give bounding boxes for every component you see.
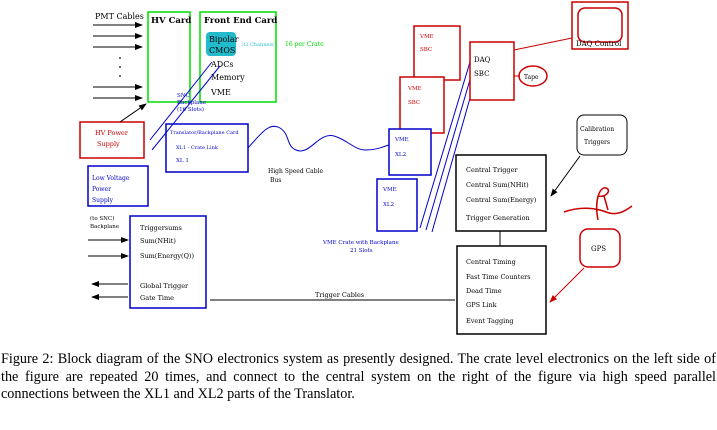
sum-nhit-label: Sum(NHit) (140, 237, 176, 245)
triggersums-box (129, 215, 207, 309)
vme-xl2-card-a-label-1: VME (407, 86, 422, 92)
triggersum-arrows (88, 237, 129, 300)
pmt-cable-arrows (93, 22, 143, 101)
adcs-label: ADCs (210, 60, 233, 69)
high-speed-cable (247, 125, 393, 152)
daq-control-link (513, 37, 573, 51)
central-sum-nhit-label: Central Sum(NHit) (466, 181, 529, 189)
central-trigger-box (455, 154, 547, 232)
bipolar-label: Bipolar (209, 35, 239, 44)
translator-label-2: XL1 - Crate Link (176, 145, 219, 151)
pmt-cables-label: PMT Cables (95, 12, 144, 21)
lv-power-label-3: Supply (92, 197, 114, 204)
snc-backplane-label-2: Backplane (177, 100, 206, 106)
hv-card-box (147, 11, 191, 103)
lv-power-label-1: Low Voltage (92, 175, 130, 182)
triggers-label: Triggers (584, 139, 610, 146)
snc-backplane-label-1: SNC (177, 93, 190, 99)
trigger-cables-label: Trigger Cables (315, 291, 364, 299)
channels-label: 32 Channels (242, 42, 274, 48)
lv-power-label-2: Power (92, 186, 111, 193)
daq-sbc-box (469, 41, 515, 101)
translator-label-3: XL 1 (176, 158, 189, 164)
snc-backplane-left-label-2: Backplane (90, 224, 119, 230)
sum-energy-label: Sum(Energy(Q)) (140, 252, 194, 260)
hv-power-label-2: Supply (97, 140, 120, 148)
gate-time-label: Gate Time (140, 294, 174, 302)
translator-label-1: Translator/Backplane Card (170, 130, 239, 136)
fast-time-counters-label: Fast Time Counters (466, 273, 531, 281)
sbc-label: SBC (474, 70, 489, 78)
snc-backplane-label-3: (16 Slots) (177, 106, 204, 113)
tape-ellipse (518, 65, 548, 87)
vme-xl2-card-b-label-1: VME (394, 137, 409, 143)
dead-time-label: Dead Time (466, 287, 502, 295)
front-end-card-box (199, 11, 277, 103)
vme-xl2-card-c-label-2: XL2 (383, 202, 394, 208)
figure-caption: Figure 2: Block diagram of the SNO elect… (1, 351, 716, 402)
daq-control-box (571, 1, 629, 50)
pmt-ellipsis-dots (119, 57, 121, 77)
gps-arrow (549, 267, 585, 303)
vme-xl2-card-b (388, 128, 432, 176)
triggersums-label: Triggersums (140, 224, 182, 232)
trigger-generation-label: Trigger Generation (466, 214, 530, 222)
hv-card-label: HV Card (151, 16, 191, 26)
tape-label: Tape (524, 74, 539, 81)
vme-xl2-card-b-label-2: XL2 (395, 152, 406, 158)
block-diagram: PMT Cables HV Card Front End Card Bipola… (79, 1, 633, 335)
vme-label: VME (210, 88, 231, 97)
daq-label: DAQ (474, 56, 491, 64)
hv-power-arrow (119, 103, 147, 123)
central-sum-energy-label: Central Sum(Energy) (466, 196, 537, 204)
global-trigger-label: Global Trigger (140, 282, 189, 290)
gps-box (579, 228, 621, 268)
vme-xl2-card-a (399, 76, 445, 134)
snc-backplane-lines (149, 61, 221, 151)
vme-xl2-card-c (376, 178, 418, 232)
memory-label: Memory (211, 73, 245, 82)
per-crate-label: 16 per Crate (285, 41, 324, 48)
high-speed-cable-label-1: High Speed Cable (268, 168, 323, 175)
front-end-card-label: Front End Card (204, 16, 277, 26)
vme-sbc-card-label-1: VME (419, 34, 434, 40)
calibration-box (576, 114, 628, 156)
event-tagging-label: Event Tagging (466, 317, 514, 325)
gps-link-label: GPS Link (466, 301, 497, 309)
cmos-label: CMOS (209, 46, 235, 55)
snc-backplane-left-label-1: (to SNC) (90, 215, 114, 222)
calibration-label: Calibration (580, 126, 614, 133)
gps-antenna (563, 187, 633, 221)
gps-label: GPS (591, 245, 606, 253)
vme-xl2-card-a-label-2: SBC (408, 100, 420, 106)
central-trigger-label: Central Trigger (466, 166, 518, 174)
high-speed-cable-label-2: Bus (270, 177, 281, 184)
central-timing-label: Central Timing (466, 258, 516, 266)
vme-crate-label-2: 21 Slots (350, 248, 373, 254)
bipolar-cmos-chip (206, 32, 236, 56)
calibration-arrow (550, 155, 581, 197)
lv-power-box (87, 165, 149, 207)
hv-power-label-1: HV Power (95, 129, 129, 137)
daq-control-screen (577, 7, 623, 43)
central-timing-box (456, 245, 547, 335)
vme-sbc-card-label-2: SBC (420, 47, 432, 53)
vme-xl2-card-c-label-1: VME (382, 187, 397, 193)
vme-crate-label-1: VME Crate with Backplane (322, 240, 399, 246)
daq-control-label: DAQ Control (576, 40, 622, 48)
hv-power-box (79, 121, 145, 159)
